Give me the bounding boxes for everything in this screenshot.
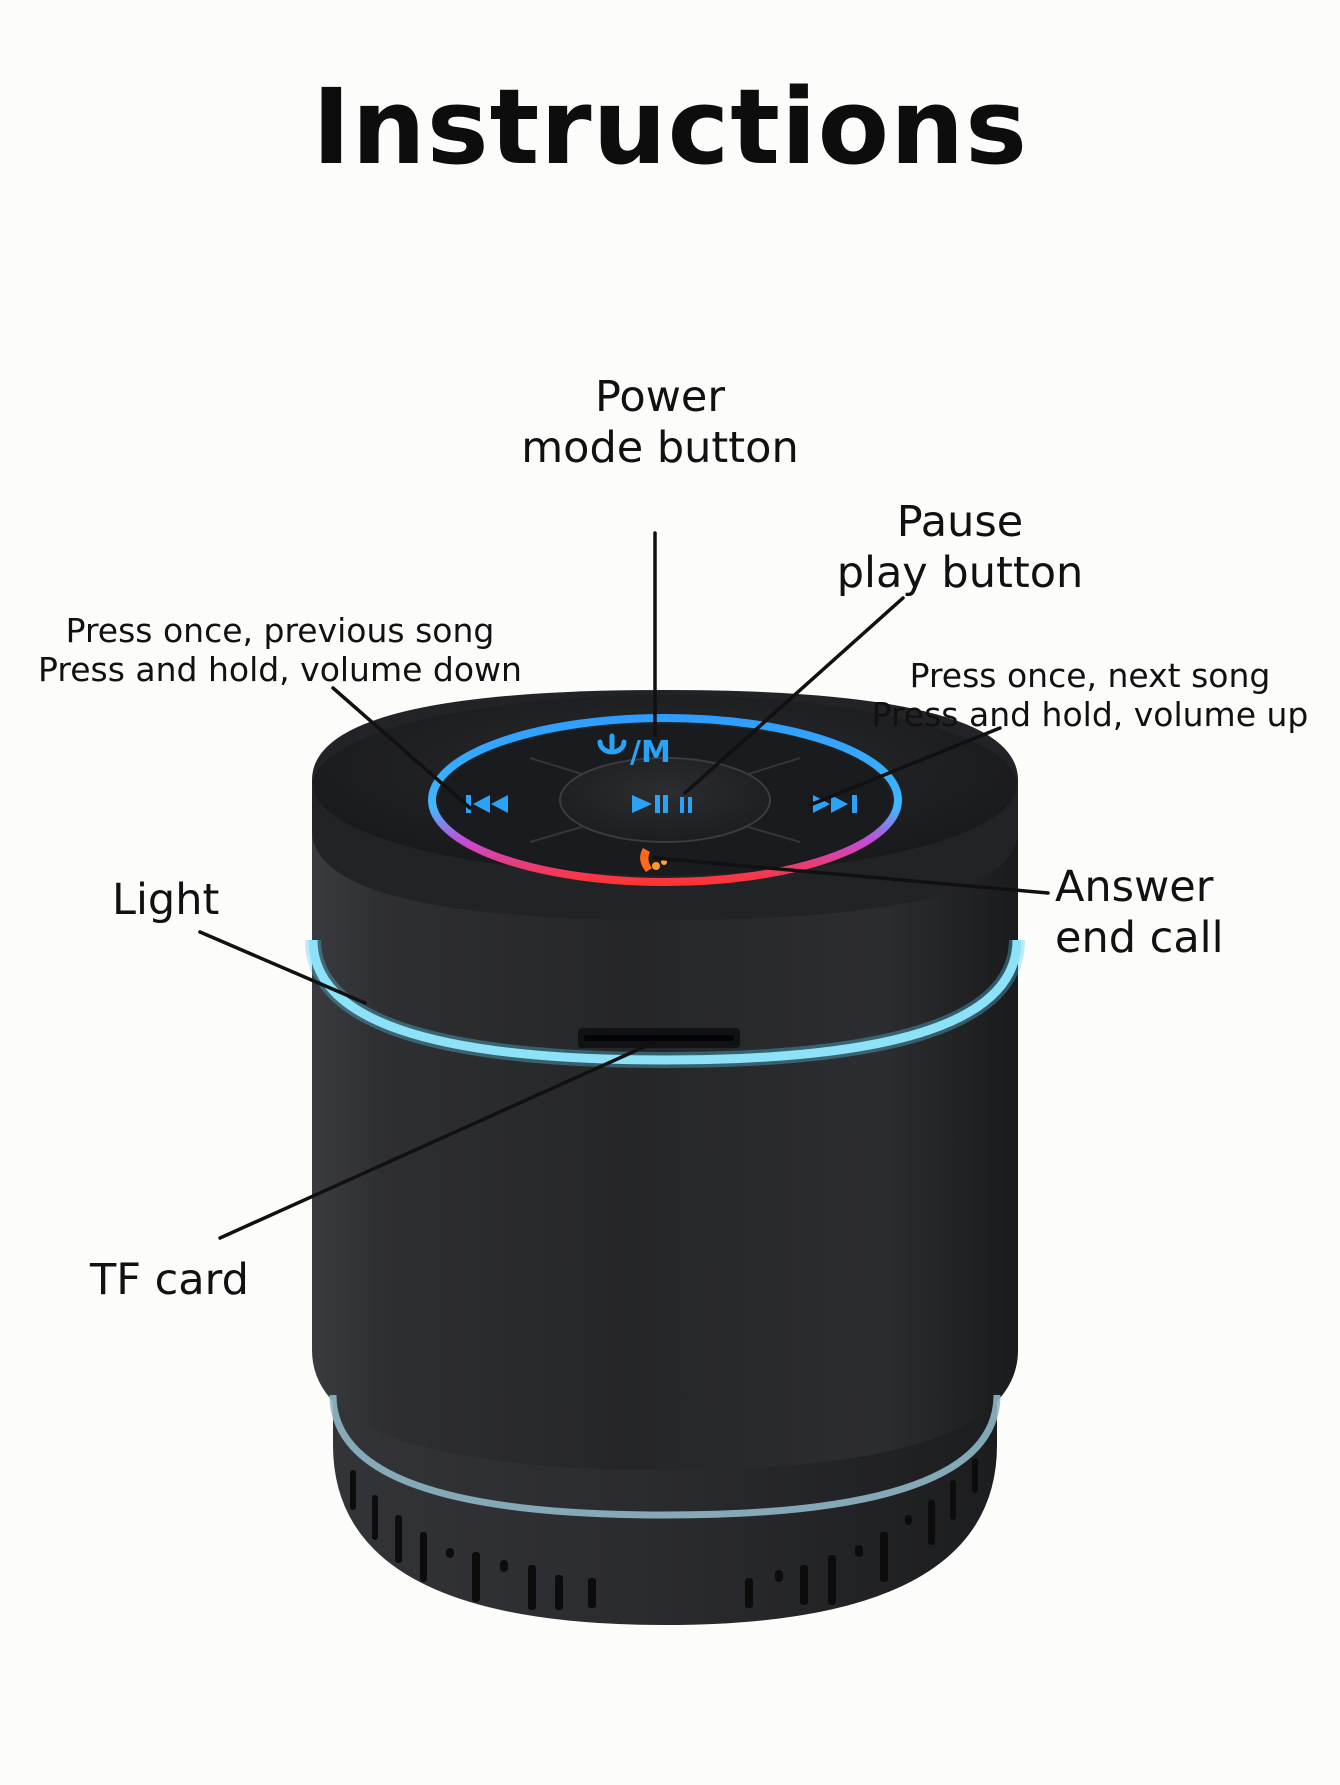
- label-prev-line2: Press and hold, volume down: [38, 649, 522, 689]
- previous-icon: [466, 795, 508, 813]
- label-next-line1: Press once, next song: [909, 656, 1271, 695]
- leader-pause: [683, 596, 905, 795]
- label-answer-end-call: Answer end call: [1055, 862, 1295, 963]
- label-answer-line1: Answer: [1055, 862, 1214, 912]
- power-mode-button[interactable]: /M: [597, 733, 671, 770]
- label-next-button: Press once, next song Press and hold, vo…: [870, 656, 1310, 735]
- light-ring: [305, 939, 1025, 1069]
- answer-end-call-button[interactable]: [640, 848, 667, 872]
- next-icon: [813, 795, 857, 813]
- speaker-body: [312, 820, 1018, 1470]
- label-answer-line2: end call: [1055, 912, 1224, 963]
- page-title: Instructions: [311, 66, 1029, 188]
- label-pause-line2: play button: [836, 547, 1084, 598]
- next-button[interactable]: [813, 795, 857, 813]
- tf-card-slot: [578, 1028, 740, 1048]
- label-power-line1: Power: [594, 372, 725, 422]
- label-power-line2: mode button: [521, 422, 799, 473]
- leader-prev: [331, 686, 472, 810]
- leader-next: [808, 726, 1002, 807]
- leader-tf: [218, 1040, 657, 1240]
- previous-button[interactable]: [466, 795, 508, 813]
- power-mode-icon-text: /M: [630, 735, 671, 770]
- label-previous-button: Press once, previous song Press and hold…: [20, 611, 540, 690]
- label-prev-line1: Press once, previous song: [65, 611, 495, 650]
- leader-answer: [653, 856, 1050, 895]
- label-light-line1: Light: [112, 875, 220, 925]
- label-tf-line1: TF card: [90, 1255, 249, 1305]
- label-pause-play-button: Pause play button: [790, 497, 1130, 598]
- label-tf-card: TF card: [90, 1255, 330, 1306]
- label-pause-line1: Pause: [896, 497, 1024, 547]
- leader-light: [198, 930, 367, 1005]
- label-power-mode-button: Power mode button: [470, 372, 850, 473]
- leader-lines: [198, 531, 1050, 1240]
- play-pause-icon: [632, 795, 692, 813]
- label-next-line2: Press and hold, volume up: [871, 694, 1309, 734]
- phone-icon: [640, 848, 667, 872]
- bottom-accent-ring: [329, 1394, 1001, 1519]
- label-light: Light: [112, 875, 312, 926]
- power-icon: [597, 733, 627, 755]
